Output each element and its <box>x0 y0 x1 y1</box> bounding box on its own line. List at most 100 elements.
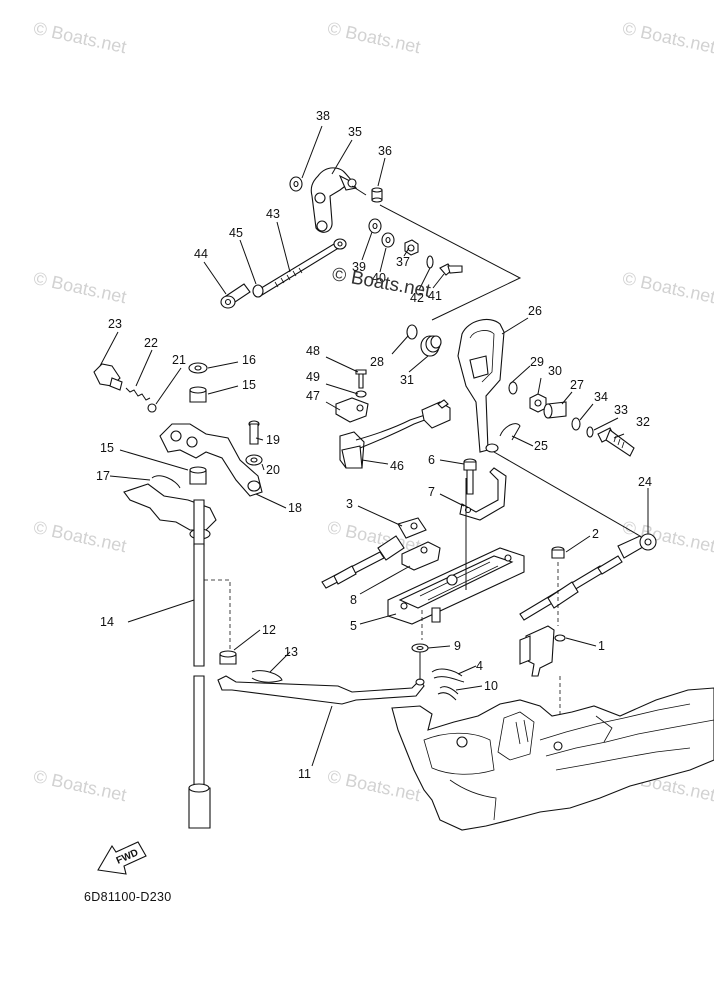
callout-48: 48 <box>306 344 320 358</box>
callout-15-lower: 15 <box>100 441 114 455</box>
callout-32: 32 <box>636 415 650 429</box>
callout-25: 25 <box>534 439 548 453</box>
callout-10: 10 <box>484 679 498 693</box>
callout-6: 6 <box>428 453 435 467</box>
bolt-6 <box>463 458 477 495</box>
clip-13 <box>251 670 283 683</box>
shift-lever-26 <box>457 318 505 453</box>
callout-43: 43 <box>266 207 280 221</box>
callout-13: 13 <box>284 645 298 659</box>
switch-46 <box>339 399 451 469</box>
slider-5 <box>387 547 525 625</box>
plate-47 <box>335 397 369 423</box>
callout-21: 21 <box>172 353 186 367</box>
shift-rod-14 <box>188 499 211 829</box>
nut-30 <box>529 393 547 413</box>
callout-30: 30 <box>548 364 562 378</box>
washer-34 <box>571 417 581 431</box>
callout-1: 1 <box>598 639 605 653</box>
callout-26: 26 <box>528 304 542 318</box>
callout-37: 37 <box>396 255 410 269</box>
callout-38: 38 <box>316 109 330 123</box>
callout-49: 49 <box>306 370 320 384</box>
washer-38 <box>289 176 303 192</box>
callout-36: 36 <box>378 144 392 158</box>
callout-28: 28 <box>370 355 384 369</box>
callout-34: 34 <box>594 390 608 404</box>
washer-9 <box>411 643 429 653</box>
callout-8: 8 <box>350 593 357 607</box>
callout-5: 5 <box>350 619 357 633</box>
screw-48 <box>355 369 367 389</box>
bolt-19 <box>248 420 260 445</box>
callout-labels: 38 35 36 43 45 44 39 40 37 42 41 26 23 2… <box>96 109 652 781</box>
washer-40 <box>381 232 395 248</box>
bushing-27 <box>543 401 567 419</box>
callout-14: 14 <box>100 615 114 629</box>
washer-42 <box>426 255 434 269</box>
link-8 <box>401 541 441 571</box>
bracket-1 <box>519 625 566 677</box>
washer-29 <box>508 381 518 395</box>
spring-31 <box>420 335 442 357</box>
callout-9: 9 <box>454 639 461 653</box>
callout-22: 22 <box>144 336 158 350</box>
callout-29: 29 <box>530 355 544 369</box>
cable-3 <box>321 517 427 589</box>
callout-27: 27 <box>570 378 584 392</box>
leader-lines <box>99 125 649 767</box>
cable-end-24 <box>617 533 657 559</box>
callout-44: 44 <box>194 247 208 261</box>
cable-2 <box>519 546 623 621</box>
callout-3: 3 <box>346 497 353 511</box>
callout-2: 2 <box>592 527 599 541</box>
washer-28 <box>406 324 418 340</box>
diagram-code: 6D81100-D230 <box>84 890 172 904</box>
callout-39: 39 <box>352 260 366 274</box>
plug-23 <box>93 363 123 391</box>
washer-39 <box>368 218 382 234</box>
lower-housing <box>391 687 714 831</box>
nut-37 <box>404 239 419 256</box>
bushing-36 <box>371 187 383 203</box>
callout-40: 40 <box>372 271 386 285</box>
washer-33 <box>586 426 594 438</box>
clip-17 <box>151 475 181 489</box>
fwd-arrow-icon: FWD <box>97 841 147 875</box>
callout-24: 24 <box>638 475 652 489</box>
callout-20: 20 <box>266 463 280 477</box>
callout-46: 46 <box>390 459 404 473</box>
callout-23: 23 <box>108 317 122 331</box>
bushing-12 <box>219 650 237 665</box>
callout-19: 19 <box>266 433 280 447</box>
bracket-18 <box>159 423 263 497</box>
callout-4: 4 <box>476 659 483 673</box>
callout-42: 42 <box>410 291 424 305</box>
callout-12: 12 <box>262 623 276 637</box>
callout-11: 11 <box>298 767 311 781</box>
washer-45 <box>252 284 264 298</box>
callout-33: 33 <box>614 403 628 417</box>
bushing-15b <box>189 466 207 485</box>
clip-25 <box>499 423 521 441</box>
bushing-15a <box>189 386 207 403</box>
rod-end-44 <box>220 283 251 309</box>
callout-47: 47 <box>306 389 320 403</box>
callout-31: 31 <box>400 373 414 387</box>
callout-35: 35 <box>348 125 362 139</box>
callout-45: 45 <box>229 226 243 240</box>
shift-link-11 <box>217 675 425 705</box>
bolt-41 <box>439 263 463 276</box>
spring-22 <box>125 387 151 401</box>
callout-16: 16 <box>242 353 256 367</box>
lever-35 <box>310 167 357 233</box>
callout-18: 18 <box>288 501 302 515</box>
callout-15-upper: 15 <box>242 378 256 392</box>
callout-41: 41 <box>428 289 442 303</box>
clip-10 <box>437 686 459 701</box>
clip-4 <box>431 668 465 683</box>
washer-49 <box>355 390 367 398</box>
callout-17: 17 <box>96 469 110 483</box>
callout-7: 7 <box>428 485 435 499</box>
